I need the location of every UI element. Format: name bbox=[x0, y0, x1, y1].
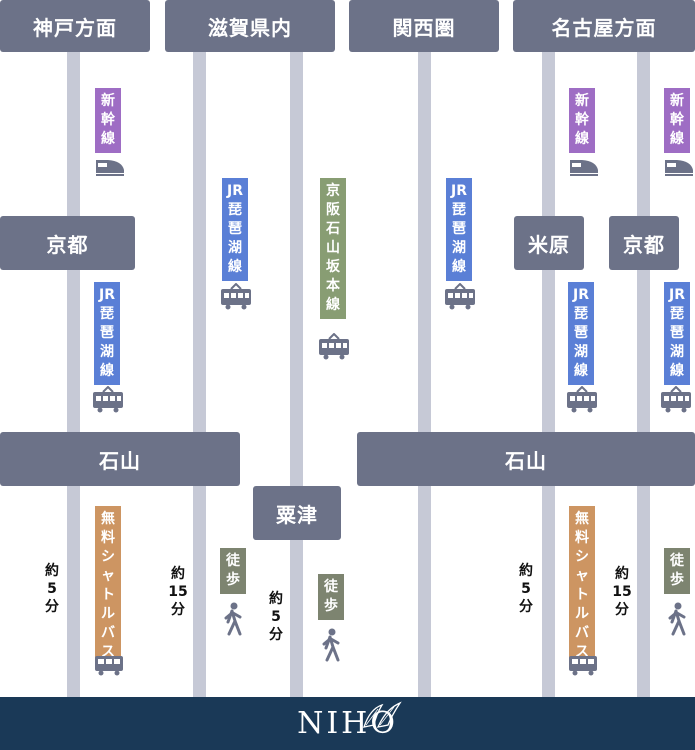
header-shiga: 滋賀県内 bbox=[165, 0, 335, 52]
train-icon bbox=[445, 283, 475, 310]
route-line-kansai bbox=[418, 52, 431, 697]
walking-person-icon bbox=[224, 602, 242, 636]
walking-person-icon bbox=[668, 602, 686, 636]
footer-bar: NIHO bbox=[0, 697, 695, 750]
header-kobe: 神戸方面 bbox=[0, 0, 150, 52]
shinkansen-icon bbox=[570, 160, 598, 176]
route-line-nagoya-maibara bbox=[542, 52, 555, 697]
feather-icon bbox=[363, 701, 402, 728]
route-line-shiga-jr bbox=[193, 52, 206, 697]
shuttle-bus-label-left: 無料シャトルバス bbox=[95, 506, 121, 666]
route-line-kobe bbox=[67, 52, 80, 697]
route-line-nagoya-kyoto bbox=[637, 52, 650, 697]
station-awazu: 粟津 bbox=[253, 486, 341, 540]
train-icon bbox=[319, 333, 349, 360]
train-icon bbox=[221, 283, 251, 310]
train-icon bbox=[567, 386, 597, 413]
shinkansen-icon bbox=[96, 160, 124, 176]
shinkansen-icon bbox=[665, 160, 693, 176]
route-line-shiga-keihan bbox=[290, 52, 303, 697]
bus-icon bbox=[95, 656, 123, 676]
shinkansen-label-nagoya-1: 新幹線 bbox=[569, 88, 595, 153]
walk-label-shiga-jr: 徒歩 bbox=[220, 548, 246, 594]
shinkansen-label-kobe: 新幹線 bbox=[95, 88, 121, 153]
header-nagoya: 名古屋方面 bbox=[513, 0, 695, 52]
station-ishiyama-right: 石山 bbox=[357, 432, 695, 486]
shuttle-bus-label-right: 無料シャトルバス bbox=[569, 506, 595, 666]
walking-person-icon bbox=[322, 628, 340, 662]
station-kyoto-left: 京都 bbox=[0, 216, 135, 270]
train-icon bbox=[93, 386, 123, 413]
station-kyoto-right: 京都 bbox=[609, 216, 679, 270]
keihan-label: 京阪石山坂本線 bbox=[320, 178, 346, 319]
walk-label-awazu: 徒歩 bbox=[318, 574, 344, 620]
bus-icon bbox=[569, 656, 597, 676]
station-ishiyama-left: 石山 bbox=[0, 432, 240, 486]
train-icon bbox=[661, 386, 691, 413]
walk-label-nagoya: 徒歩 bbox=[664, 548, 690, 594]
shinkansen-label-nagoya-2: 新幹線 bbox=[664, 88, 690, 153]
header-kansai: 関西圏 bbox=[349, 0, 499, 52]
station-maibara: 米原 bbox=[514, 216, 584, 270]
